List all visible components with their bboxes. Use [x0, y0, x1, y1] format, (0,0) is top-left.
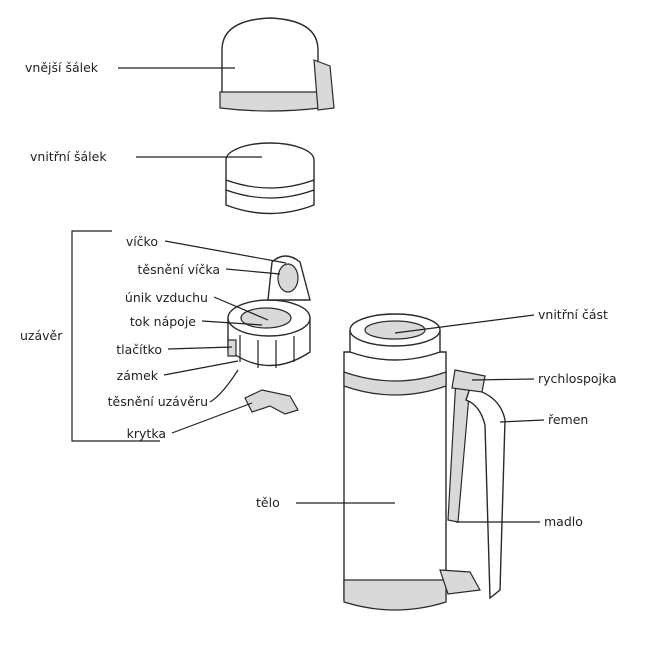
label-button: tlačítko [116, 342, 162, 357]
label-handle: madlo [544, 514, 583, 529]
label-inner-part: vnitřní část [538, 307, 608, 322]
label-drink-flow: tok nápoje [130, 314, 196, 329]
cap-drawing [227, 255, 311, 415]
closure-bracket [71, 230, 160, 442]
inner-cup-drawing [225, 142, 315, 215]
label-inner-cup: vnitřní šálek [30, 149, 107, 164]
outer-cup-drawing [219, 17, 335, 112]
label-closure: uzávěr [20, 328, 63, 343]
label-lid-seal: těsnění víčka [137, 262, 220, 277]
bottle-drawing [343, 313, 506, 611]
label-outer-cup: vnější šálek [25, 60, 99, 75]
label-body: tělo [256, 495, 280, 510]
label-cover: krytka [127, 426, 166, 441]
label-strap: řemen [548, 412, 588, 427]
label-air-vent: únik vzduchu [125, 290, 208, 305]
label-lock: zámek [117, 368, 159, 383]
label-quick-clip: rychlospojka [538, 371, 617, 386]
label-lid: víčko [126, 234, 158, 249]
label-cap-seal: těsnění uzávěru [108, 394, 208, 409]
